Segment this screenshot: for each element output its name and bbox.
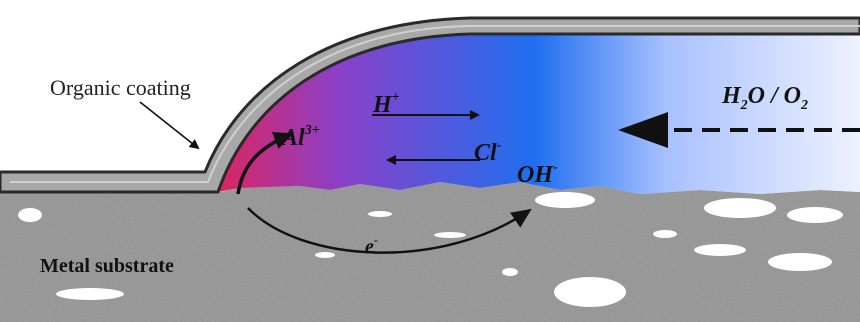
metal-substrate xyxy=(0,182,860,322)
hydroxide-ion-label: OH- xyxy=(517,160,558,188)
electron-label: e- xyxy=(365,233,378,258)
aluminum-dissolution-arrow xyxy=(236,132,294,195)
organic-coating xyxy=(0,16,860,194)
water-oxygen-arrowhead xyxy=(618,112,668,148)
metal-substrate-label: Metal substrate xyxy=(40,255,174,277)
electron-flow-arrow xyxy=(247,207,532,254)
metal-inclusions xyxy=(18,192,843,307)
hydrogen-ion-label: H+ xyxy=(372,90,400,118)
electrolyte-blister xyxy=(212,32,860,194)
coating-pointer-arrow xyxy=(139,101,200,150)
water-oxygen-label: H2O / O2 xyxy=(721,83,808,113)
organic-coating-label: Organic coating xyxy=(50,75,191,100)
